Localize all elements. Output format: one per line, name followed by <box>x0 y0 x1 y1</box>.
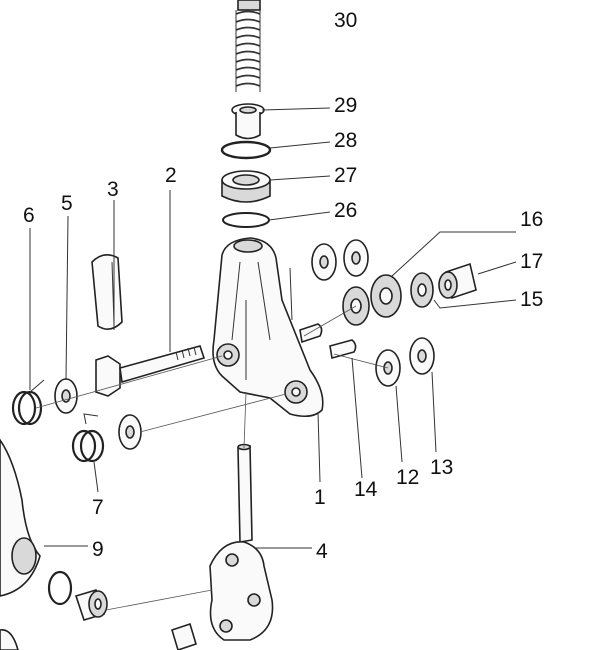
shaft-part <box>237 443 253 543</box>
callout-15: 15 <box>520 288 543 311</box>
pin-part-14b <box>329 339 357 360</box>
washer-part-upper-1 <box>311 243 337 281</box>
washer-part-left <box>118 414 142 450</box>
sleeve-part-29 <box>231 103 265 140</box>
frame-part-left <box>0 438 41 650</box>
callout-29: 29 <box>334 94 357 117</box>
bracket-part-1 <box>212 237 324 418</box>
callout-13: 13 <box>430 456 453 479</box>
bushing-part-27 <box>221 170 271 203</box>
callout-9: 9 <box>92 538 104 561</box>
spring-part-30 <box>235 0 261 92</box>
ring-part-9 <box>47 570 73 606</box>
callout-6: 6 <box>23 204 35 227</box>
clip-part-3 <box>91 254 123 330</box>
roller-part-15b <box>410 272 434 308</box>
callout-26: 26 <box>334 199 357 222</box>
bushing-part-lower <box>74 589 108 621</box>
bushing-part-17 <box>438 262 477 300</box>
bolt-part-2 <box>95 345 206 397</box>
callout-1: 1 <box>314 486 326 509</box>
callout-7: 7 <box>92 496 104 519</box>
callout-14: 14 <box>354 478 378 501</box>
callout-2: 2 <box>165 164 177 187</box>
washer-part-26 <box>222 212 270 228</box>
o-ring-part-28 <box>220 140 272 160</box>
roller-part-16 <box>370 274 402 318</box>
callout-28: 28 <box>334 129 357 152</box>
callout-leaders <box>29 107 517 549</box>
torsion-spring-part-7 <box>71 413 105 463</box>
callout-27: 27 <box>334 164 357 187</box>
washer-part-13 <box>409 337 435 375</box>
callout-30: 30 <box>334 9 357 32</box>
nut-part-lower <box>171 622 197 650</box>
linkage-part-4 <box>209 541 274 641</box>
washer-part-5 <box>54 378 78 414</box>
callout-12: 12 <box>396 466 419 489</box>
callout-16: 16 <box>520 208 543 231</box>
washer-part-upper-2 <box>343 239 369 277</box>
torsion-spring-part-6 <box>11 379 45 426</box>
pin-part-14a <box>299 323 323 344</box>
assembly-axis-lines <box>35 305 389 611</box>
callout-17: 17 <box>520 250 543 273</box>
callout-3: 3 <box>107 178 119 201</box>
callout-4: 4 <box>316 540 328 563</box>
callout-labels: 30 29 28 27 26 16 17 15 3 2 6 5 1 14 12 … <box>23 9 543 563</box>
callout-5: 5 <box>61 192 73 215</box>
